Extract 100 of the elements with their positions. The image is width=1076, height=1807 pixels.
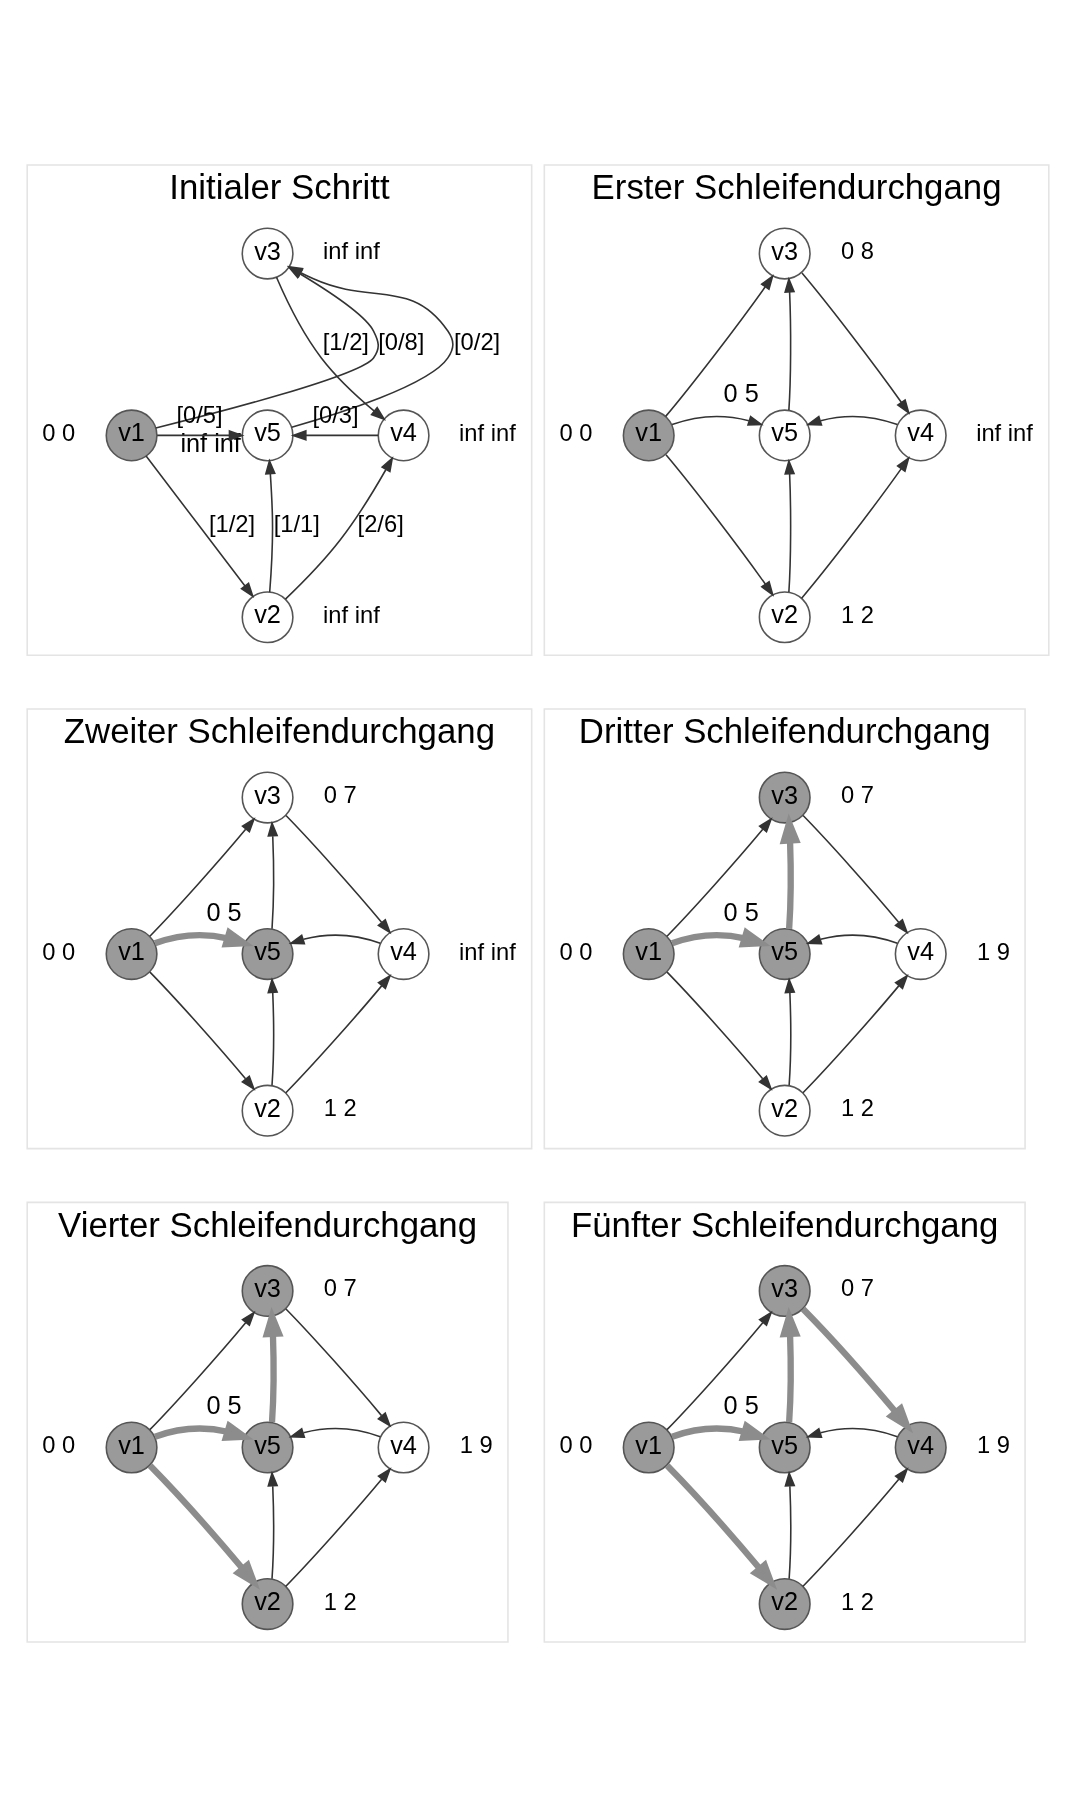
arrow (671, 1420, 771, 1441)
arrow (285, 1467, 392, 1587)
node-circle: v3 (758, 227, 811, 280)
node-label: inf inf (323, 601, 380, 628)
arrow (285, 973, 392, 1094)
node-label: 1 2 (840, 1095, 874, 1122)
node-circle: v5 (758, 1421, 811, 1474)
arrow (288, 1427, 382, 1438)
arrow (666, 1310, 773, 1431)
node-circle: v1 (105, 928, 158, 981)
edge-label: [1/2] (322, 329, 369, 355)
arrow (779, 813, 801, 929)
arrow (156, 429, 245, 441)
arrow (262, 1306, 284, 1423)
node-label: 0 8 (840, 238, 874, 265)
node-label: 0 0 (42, 419, 76, 446)
node-circle: v5 (241, 928, 294, 981)
arrow (802, 973, 909, 1094)
node-circle: v3 (241, 1264, 294, 1318)
node-label: 0 5 (723, 1390, 759, 1419)
node-circle: v1 (622, 1421, 675, 1474)
node-label: 1 9 (459, 1432, 493, 1459)
node-label: inf inf (459, 419, 516, 446)
node-label: 0 7 (323, 1275, 357, 1302)
arrow (800, 456, 910, 600)
arrow (267, 1470, 279, 1580)
node-label: inf inf (976, 419, 1033, 446)
edge-label: [0/2] (454, 329, 501, 355)
node-label: 0 7 (840, 782, 874, 809)
node-circle: v3 (241, 227, 294, 280)
node-label: 1 2 (323, 1095, 357, 1122)
node-label: 0 7 (323, 782, 357, 809)
node-label: 1 2 (323, 1588, 357, 1615)
node-circle: v1 (105, 1421, 158, 1474)
arrow (290, 429, 379, 441)
arrow (671, 415, 764, 426)
edge-label: [1/1] (273, 510, 320, 537)
node-circle: v1 (105, 409, 158, 462)
arrow (149, 971, 256, 1091)
node-label: 1 9 (976, 1432, 1010, 1459)
node-label: inf inf (323, 238, 380, 265)
arrow (784, 276, 796, 411)
arrow (666, 817, 773, 937)
arrow (267, 977, 279, 1087)
node-circle: v4 (894, 1421, 947, 1474)
node-circle: v5 (241, 409, 294, 462)
arrow (285, 814, 392, 935)
node-circle: v2 (758, 1578, 811, 1631)
arrow (671, 927, 771, 948)
arrow (805, 934, 899, 945)
arrow (779, 1306, 801, 1423)
node-circle: v1 (622, 928, 675, 981)
node-circle: v3 (758, 1264, 811, 1318)
node-label: 0 0 (559, 1432, 593, 1459)
node-circle: v2 (241, 591, 294, 644)
node-circle: v2 (241, 1084, 294, 1137)
arrow (802, 814, 909, 935)
node-label: 0 5 (723, 897, 759, 926)
node-circle: v4 (894, 409, 947, 462)
arrow (664, 1463, 778, 1590)
arrow (664, 274, 774, 418)
arrow (805, 1427, 899, 1438)
arrow (784, 458, 796, 593)
node-label: 0 7 (840, 1275, 874, 1302)
node-label: 1 2 (840, 601, 874, 628)
arrow (147, 1463, 260, 1590)
arrow (805, 415, 899, 426)
arrow (802, 1467, 909, 1587)
node-circle: v2 (758, 1084, 811, 1137)
arrow (800, 1306, 914, 1434)
node-label: 0 0 (42, 1432, 76, 1459)
edge-label: [2/6] (357, 510, 404, 537)
node-circle: v4 (894, 928, 947, 981)
arrow (275, 276, 387, 421)
node-circle: v5 (241, 1421, 294, 1474)
node-circle: v4 (377, 928, 430, 981)
node-circle: v3 (758, 771, 811, 824)
node-circle: v3 (241, 771, 294, 824)
node-label: 0 0 (559, 419, 593, 446)
edge-label: [0/8] (378, 329, 425, 355)
node-label: 0 0 (42, 938, 76, 965)
arrow (285, 1308, 392, 1428)
arrow (149, 1310, 256, 1431)
arrow (149, 817, 256, 937)
arrow (784, 977, 796, 1087)
arrow (666, 971, 773, 1091)
node-label: 1 9 (976, 938, 1010, 965)
arrow (784, 1470, 796, 1580)
edge-label: [1/2] (208, 510, 256, 537)
arrow (267, 820, 279, 930)
node-label: 1 2 (840, 1588, 874, 1615)
arrow (665, 453, 775, 597)
arrow (145, 455, 255, 599)
node-circle: v5 (758, 409, 811, 462)
node-circle: v1 (622, 409, 675, 462)
node-circle: v2 (241, 1578, 294, 1631)
arrow (284, 456, 394, 600)
node-circle: v4 (377, 409, 430, 462)
arrow (264, 458, 276, 593)
node-label: 0 5 (206, 897, 242, 926)
